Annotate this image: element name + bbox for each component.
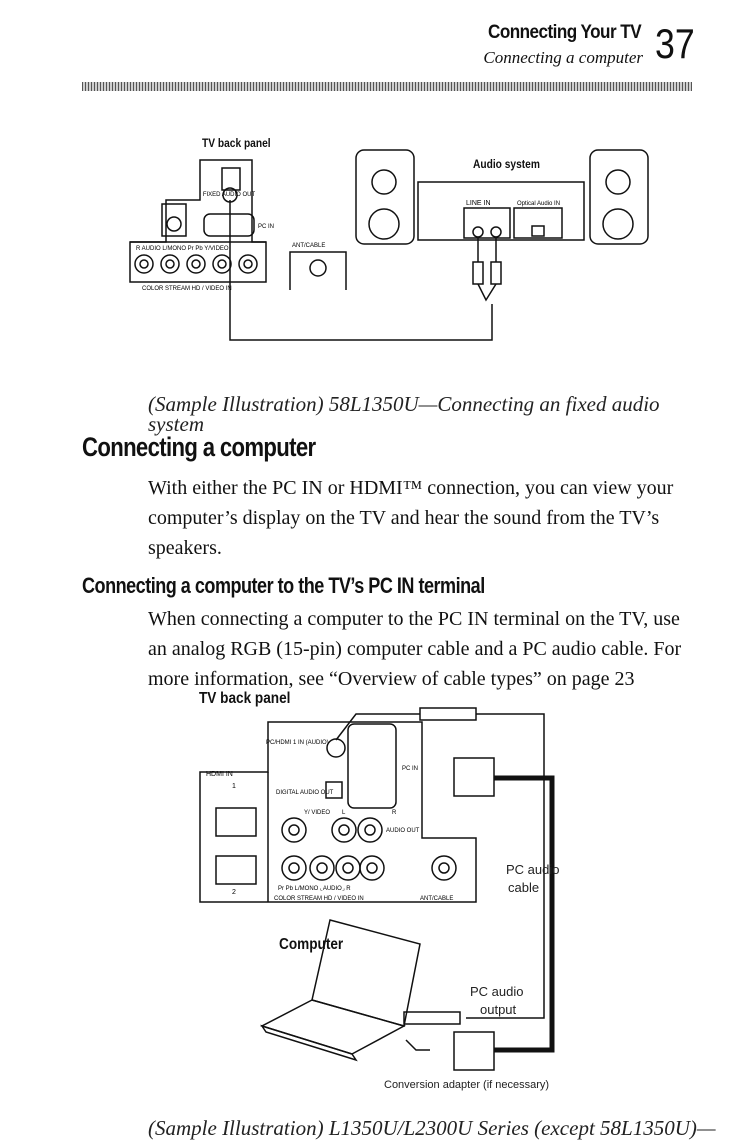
fig2-computer-label: Computer xyxy=(279,936,344,953)
section-paragraph: With either the PC IN or HDMI™ connectio… xyxy=(148,477,674,559)
fig2-y-video: Y/ VIDEO xyxy=(304,810,330,816)
fig1-audio-system-label: Audio system xyxy=(473,157,540,171)
fig1-optical: Optical Audio IN xyxy=(517,201,560,207)
fig2-ant-cable: ANT/CABLE xyxy=(420,896,453,902)
fig2-pc-audio-output-2: output xyxy=(480,1002,517,1017)
figure2-diagram: PC/HDMI 1 IN (AUDIO) HDMI IN 1 2 DIGITAL… xyxy=(199,707,559,1091)
subsection-heading: Connecting a computer to the TV’s PC IN … xyxy=(82,573,485,598)
fig1-tv-back-panel-label: TV back panel xyxy=(202,136,271,150)
fig1-color-stream: COLOR STREAM HD / VIDEO IN xyxy=(142,286,232,292)
fig1-audio-row: R AUDIO L/MONO Pr Pb Y/VIDEO xyxy=(136,246,229,252)
fig2-pc-audio-output-1: PC audio xyxy=(470,984,523,999)
fig1-fixed-audio-port: FIXED AUDIO OUT xyxy=(203,192,256,198)
fig2-r: R xyxy=(392,810,397,816)
fig2-tv-back-panel-label: TV back panel xyxy=(199,690,291,707)
fig2-audio-out: AUDIO OUT xyxy=(386,828,420,834)
fig1-line-in: LINE IN xyxy=(466,200,491,207)
running-header-subtitle: Connecting a computer xyxy=(483,48,643,67)
bottom-caption: (Sample Illustration) L1350U/L2300U Seri… xyxy=(148,1116,716,1140)
fig2-hdmi-1: 1 xyxy=(232,783,236,790)
section-heading: Connecting a computer xyxy=(82,432,316,462)
fig2-conversion-adapter: Conversion adapter (if necessary) xyxy=(384,1079,549,1091)
fig1-pc-in-port: PC IN xyxy=(258,224,274,230)
fig2-l: L xyxy=(342,810,346,816)
fig2-pc-in: PC IN xyxy=(402,766,418,772)
page-number: 37 xyxy=(655,20,695,67)
fig2-hdmi-2: 2 xyxy=(232,889,236,896)
fig2-pc-hdmi-in: PC/HDMI 1 IN (AUDIO) xyxy=(266,740,329,746)
fig2-color-stream: COLOR STREAM HD / VIDEO IN xyxy=(274,896,364,902)
fig2-hdmi-in: HDMI IN xyxy=(206,771,233,778)
fig2-bottom-row: Pr Pb L/MONO ⌞AUDIO⌟ R xyxy=(278,886,351,892)
subsection-paragraph: When connecting a computer to the PC IN … xyxy=(148,608,682,690)
figure1-diagram: FIXED AUDIO OUT PC IN R AUDIO L/MONO Pr … xyxy=(129,149,649,341)
fig2-digital-audio-out: DIGITAL AUDIO OUT xyxy=(276,790,334,796)
fig1-caption: (Sample Illustration) 58L1350U—Connectin… xyxy=(148,392,660,436)
running-header-title: Connecting Your TV xyxy=(487,22,642,43)
header-rule xyxy=(82,82,692,91)
fig2-pc-audio-cable-1: PC audio xyxy=(506,862,559,877)
fig2-pc-audio-cable-2: cable xyxy=(508,880,539,895)
fig1-ant-cable: ANT/CABLE xyxy=(292,243,325,249)
